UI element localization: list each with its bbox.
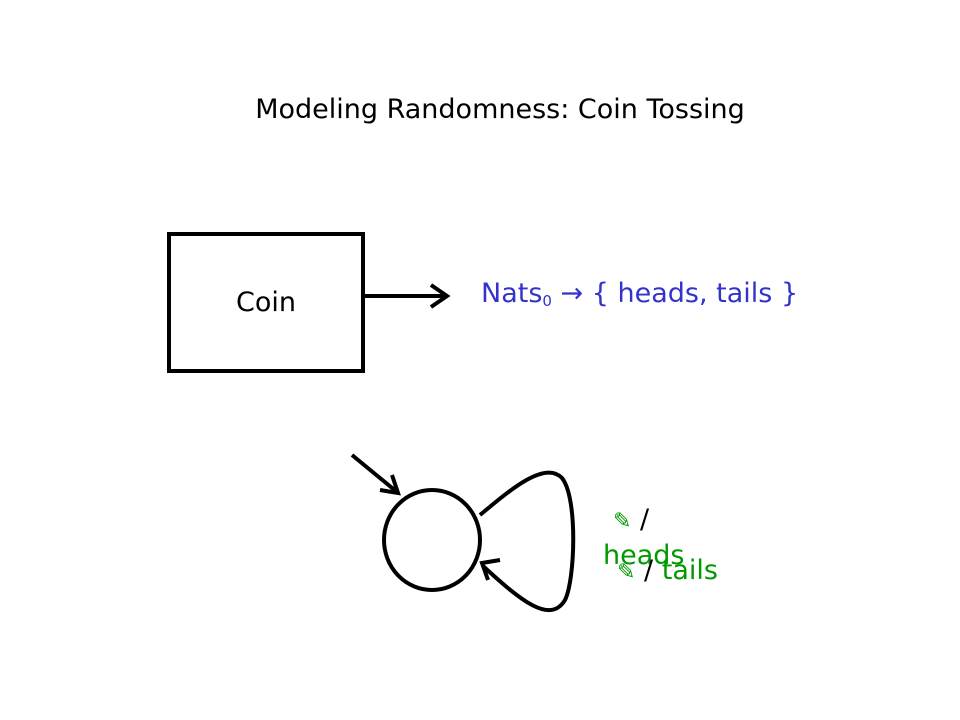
edge-separator: / [644, 555, 654, 586]
function-signature: Nats0 → { heads, tails } [481, 278, 798, 310]
page-title: Modeling Randomness: Coin Tossing [255, 94, 745, 125]
coin-label: Coin [236, 287, 296, 318]
pencil-icon: ✎ [617, 560, 636, 585]
pencil-icon: ✎ [613, 509, 632, 534]
self-loop-edge [478, 470, 576, 613]
edge-separator: / [640, 504, 650, 535]
maps-to-arrow-icon: → [560, 278, 584, 309]
edge-label-heads-input: ✎ / [613, 504, 649, 535]
signature-codomain: { heads, tails } [591, 278, 799, 309]
initial-state-arrow [350, 453, 401, 496]
state-node [382, 488, 482, 592]
coin-box: Coin [167, 232, 365, 373]
edge-output: tails [661, 555, 718, 586]
signature-domain: Nats [481, 278, 543, 309]
edge-label-tails: ✎ / tails [617, 555, 718, 586]
edge-label-heads-output: heads [603, 540, 685, 571]
output-arrow [361, 283, 451, 309]
signature-subscript: 0 [542, 292, 552, 310]
